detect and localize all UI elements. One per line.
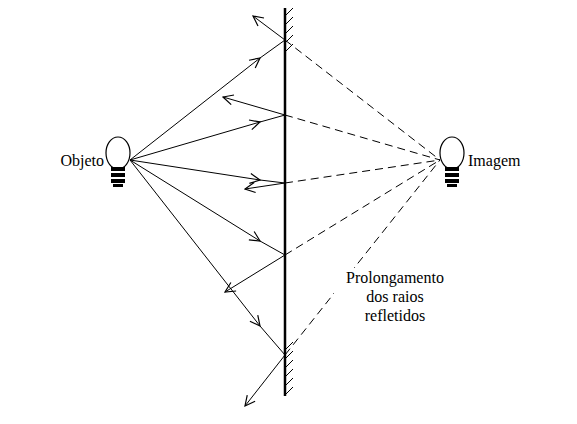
object-label: Objeto: [60, 151, 104, 170]
lamp-base: [113, 184, 123, 187]
reflected-ray: [225, 255, 285, 292]
reflected-ray: [223, 97, 285, 115]
incident-ray: [260, 115, 285, 122]
lamp-base: [111, 167, 125, 171]
dashed-prolongation: [285, 115, 440, 160]
hatch-mark: [285, 378, 293, 386]
dashed-prolongation: [285, 160, 440, 183]
incident-ray: [260, 241, 285, 255]
incident-ray: [130, 160, 260, 241]
lamp-bulb: [106, 137, 130, 169]
lamp-base: [447, 184, 457, 187]
reflected-ray: [245, 355, 285, 406]
image-label: Imagem: [468, 151, 520, 170]
hatch-mark: [285, 369, 293, 377]
lamp-base: [445, 173, 459, 177]
incident-rays: [130, 40, 285, 355]
dashed-prolongation: [285, 160, 440, 355]
lamp-base: [111, 179, 125, 183]
lamp-base: [445, 167, 459, 171]
prolongation-label: Prolongamento dos raios refletidos: [334, 268, 456, 325]
hatch-mark: [285, 44, 293, 52]
image-lamp: [440, 137, 464, 187]
incident-ray: [260, 40, 285, 58]
lamp-bulb: [440, 137, 464, 169]
reflected-ray: [253, 16, 285, 40]
hatch-mark: [285, 8, 293, 16]
hatch-mark: [285, 351, 293, 359]
reflected-rays: [223, 16, 285, 406]
incident-ray: [130, 160, 260, 326]
mirror-hatching: [285, 8, 293, 395]
incident-ray: [130, 58, 260, 160]
lamp-base: [445, 179, 459, 183]
incident-ray: [130, 160, 260, 180]
incident-ray: [260, 180, 285, 183]
hatch-mark: [285, 26, 293, 34]
incident-ray: [260, 326, 285, 355]
reflected-ray: [245, 183, 285, 189]
dashed-prolongation: [285, 160, 440, 255]
hatch-mark: [285, 35, 293, 43]
hatch-mark: [285, 17, 293, 25]
dashed-prolongation: [285, 40, 440, 160]
hatch-mark: [285, 360, 293, 368]
incident-ray: [130, 122, 260, 160]
hatch-mark: [285, 387, 293, 395]
plane-mirror: [284, 8, 287, 396]
hatch-mark: [285, 342, 293, 350]
lamp-base: [111, 173, 125, 177]
object-lamp: [106, 137, 130, 187]
